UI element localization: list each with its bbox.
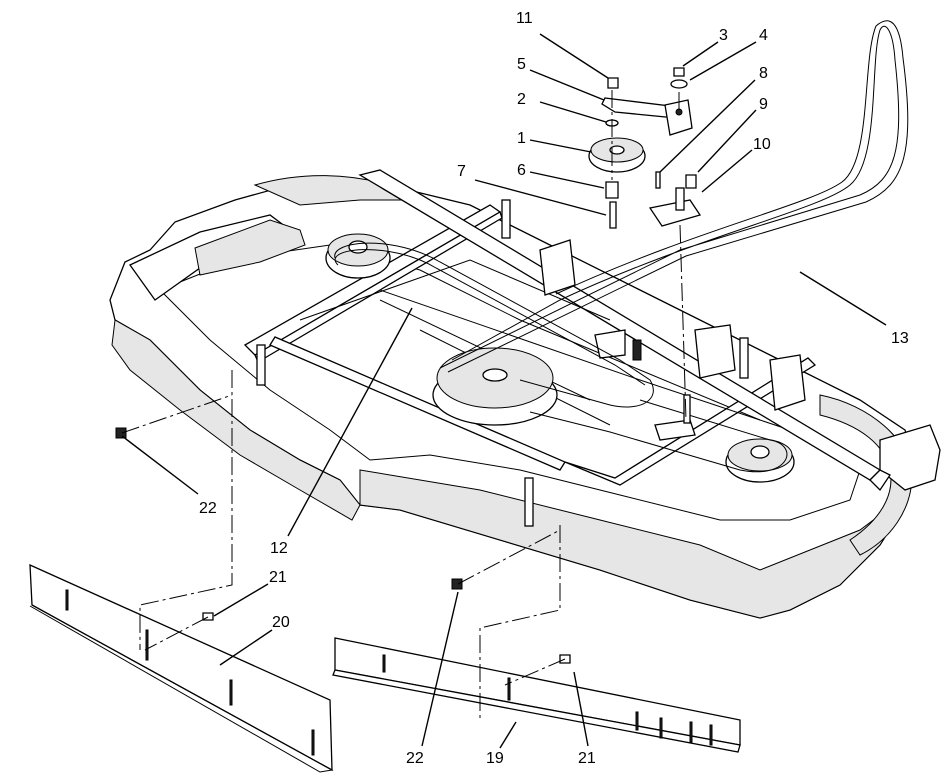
- callout-4: 4: [759, 27, 768, 44]
- callout-22-bottom: 22: [406, 750, 424, 767]
- callout-21-left: 21: [269, 569, 287, 586]
- callout-12: 12: [270, 540, 288, 557]
- callout-8: 8: [759, 65, 768, 82]
- callout-10: 10: [753, 136, 771, 153]
- callout-21-bottom: 21: [578, 750, 596, 767]
- callout-7: 7: [457, 163, 466, 180]
- callout-13: 13: [891, 330, 909, 347]
- callout-5: 5: [517, 56, 526, 73]
- callout-11: 11: [516, 10, 533, 27]
- callout-1: 1: [517, 130, 526, 147]
- deck-frame: [243, 169, 891, 527]
- callout-6: 6: [517, 162, 526, 179]
- callout-2: 2: [517, 91, 526, 108]
- callout-22-left: 22: [199, 500, 217, 517]
- callout-19: 19: [486, 750, 504, 767]
- pulleys-and-belt: [325, 20, 909, 483]
- callout-3: 3: [719, 27, 728, 44]
- idler-assembly: [588, 67, 702, 421]
- callout-20: 20: [272, 614, 290, 631]
- callout-9: 9: [759, 96, 768, 113]
- leader-lines: [121, 33, 887, 749]
